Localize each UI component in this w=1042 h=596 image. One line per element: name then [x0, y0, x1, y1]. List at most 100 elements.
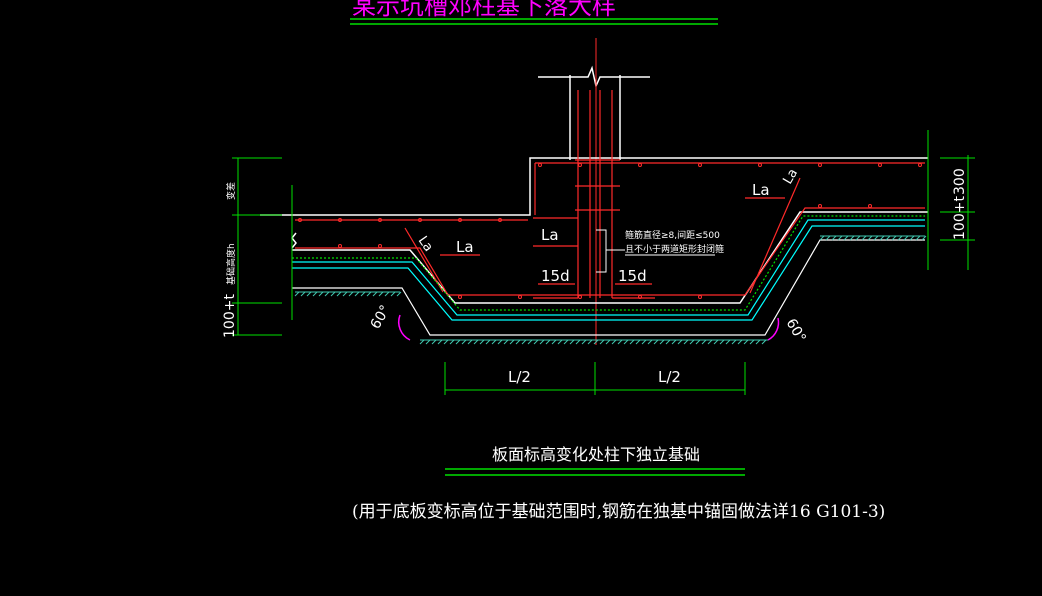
hatch-tick — [599, 339, 605, 345]
hatch-tick — [336, 291, 342, 297]
hatch-tick — [659, 339, 665, 345]
hatch-tick — [641, 339, 647, 345]
label-half-left: L/2 — [508, 368, 531, 386]
angle-arc-right — [767, 317, 780, 341]
hatch-tick — [491, 339, 497, 345]
hatch-tick — [509, 339, 515, 345]
hatch-tick — [683, 339, 689, 345]
hatch-tick — [611, 339, 617, 345]
hatch-tick — [479, 339, 485, 345]
label-la-diag-left: La — [415, 234, 436, 255]
hatch-tick — [497, 339, 503, 345]
hatch-tick — [515, 339, 521, 345]
hatch-tick — [396, 291, 402, 297]
dim-top-left: 变差 — [225, 182, 237, 200]
break-line-top — [538, 65, 650, 89]
hatch-tick — [731, 339, 737, 345]
hatch-tick — [755, 339, 761, 345]
label-la-diag-right: La — [780, 166, 801, 187]
hatch-tick — [485, 339, 491, 345]
hatch-tick — [605, 339, 611, 345]
hatch-tick — [461, 339, 467, 345]
label-la-center: La — [541, 226, 559, 244]
hatch-tick — [294, 291, 300, 297]
hatch-tick — [443, 339, 449, 345]
hatch-tick — [617, 339, 623, 345]
foundation-outline — [260, 157, 928, 304]
caption-sub: (用于底板变标高位于基础范围时,钢筋在独基中锚固做法详16 G101-3) — [352, 502, 886, 522]
hatch-tick — [419, 339, 425, 345]
label-half-right: L/2 — [658, 368, 681, 386]
hatch-tick — [425, 339, 431, 345]
hatch-tick — [437, 339, 443, 345]
cushion-layers — [292, 215, 925, 336]
hatch-tick — [719, 339, 725, 345]
hatch-tick — [593, 339, 599, 345]
hatch-tick — [909, 235, 915, 241]
hatch-tick — [581, 339, 587, 345]
hatch-tick — [330, 291, 336, 297]
hatch-tick — [449, 339, 455, 345]
hatch-tick — [557, 339, 563, 345]
label-angle-left: 60° — [368, 302, 394, 332]
hatch-tick — [360, 291, 366, 297]
hatch-tick — [825, 235, 831, 241]
hatch-tick — [575, 339, 581, 345]
hatch-tick — [318, 291, 324, 297]
hatch-tick — [378, 291, 384, 297]
hatch-tick — [843, 235, 849, 241]
label-15d-left: 15d — [541, 267, 570, 285]
hatch-tick — [761, 339, 767, 345]
angle-arcs — [397, 314, 780, 341]
hatch-tick — [743, 339, 749, 345]
angle-arc-left — [397, 314, 411, 341]
hatch-tick — [873, 235, 879, 241]
hatch-tick — [867, 235, 873, 241]
caption-underlines — [445, 468, 745, 476]
hatch-tick — [903, 235, 909, 241]
label-la-left: La — [456, 238, 474, 256]
hatch-tick — [879, 235, 885, 241]
hatch-tick — [551, 339, 557, 345]
hatch-tick — [855, 235, 861, 241]
hatch-tick — [467, 339, 473, 345]
dim-mid-left: 基础高度h — [225, 243, 237, 285]
labels: La La La La La 15d 15d 箍筋直径≥8,间距≤500 且不小… — [222, 166, 968, 386]
stirrup-bracket — [596, 229, 715, 273]
hatch-tick — [587, 339, 593, 345]
hatch-tick — [713, 339, 719, 345]
hatch-tick — [707, 339, 713, 345]
hatch-tick — [563, 339, 569, 345]
hatch-tick — [324, 291, 330, 297]
dim-bot-left: 100+t — [222, 294, 238, 338]
hatch-tick — [671, 339, 677, 345]
hatch-tick — [915, 235, 921, 241]
hatch-tick — [831, 235, 837, 241]
hatch-tick — [390, 291, 396, 297]
hatch-tick — [647, 339, 653, 345]
hatch-tick — [354, 291, 360, 297]
hatch-tick — [384, 291, 390, 297]
dim-bot-right: 100+t — [952, 196, 968, 240]
hatch-tick — [623, 339, 629, 345]
hatch-tick — [653, 339, 659, 345]
hatch-tick — [503, 339, 509, 345]
dim-top-right: 300 — [952, 168, 968, 195]
hatch-tick — [366, 291, 372, 297]
hatch-tick — [527, 339, 533, 345]
hatch-tick — [348, 291, 354, 297]
hatch-tick — [695, 339, 701, 345]
hatch-tick — [897, 235, 903, 241]
hatch-tick — [431, 339, 437, 345]
hatch-tick — [819, 235, 825, 241]
hatch-tick — [569, 339, 575, 345]
hatch-tick — [342, 291, 348, 297]
hatch-tick — [861, 235, 867, 241]
column — [538, 38, 650, 345]
rebar-group — [295, 90, 925, 299]
hatch-tick — [737, 339, 743, 345]
hatch-tick — [725, 339, 731, 345]
hatch-tick — [837, 235, 843, 241]
hatch-tick — [749, 339, 755, 345]
